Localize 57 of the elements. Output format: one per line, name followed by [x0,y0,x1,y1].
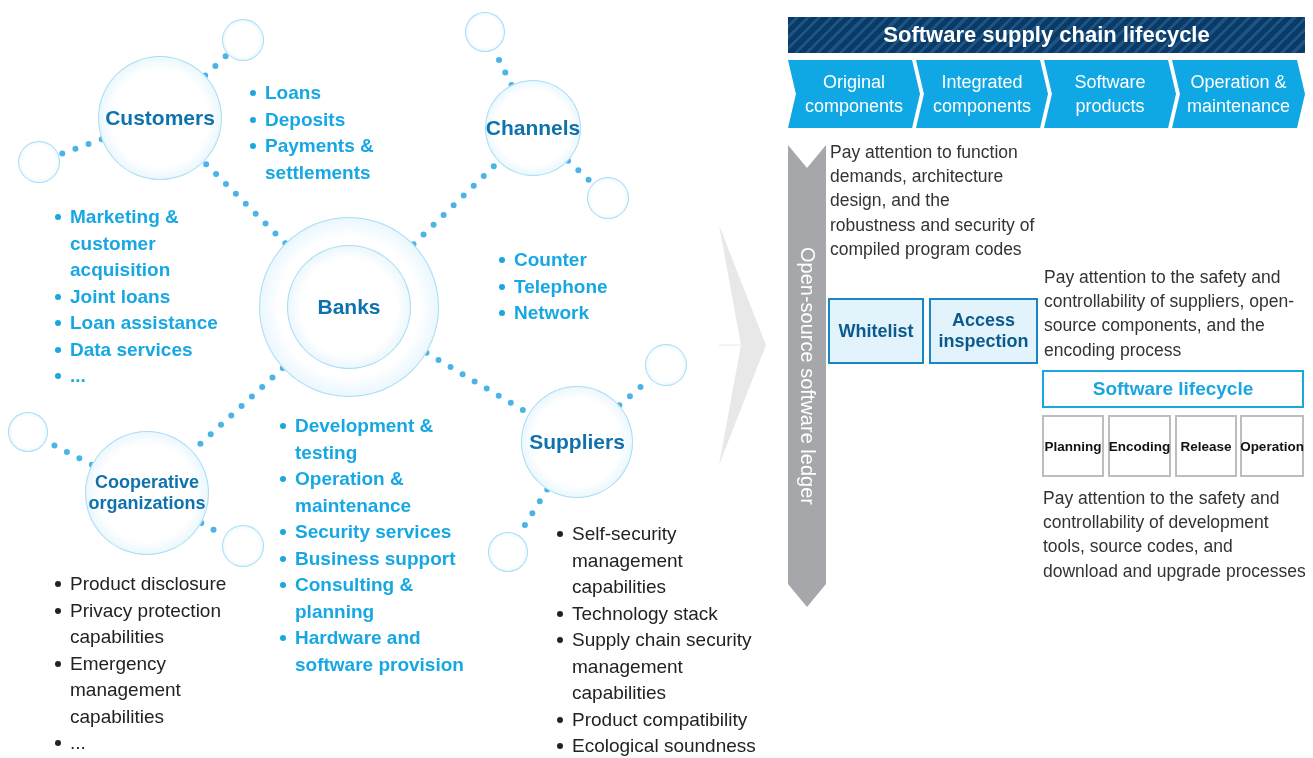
header-banner: Software supply chain lifecycle [788,17,1305,53]
list-item: Development & testing [278,413,493,466]
section-header: Software lifecycle [1042,370,1304,408]
node-label: Banks [317,295,381,319]
list-item: ... [53,363,253,390]
stage-header: Integrated components [916,60,1048,128]
control-box: Whitelist [828,298,924,364]
list-item: Product compatibility [555,706,780,733]
phase-box: Planning [1042,415,1104,477]
phase-box: Encoding [1108,415,1171,477]
small-circle [222,525,264,567]
list-item: Technology stack [555,600,780,627]
description-text: Pay attention to the safety and controllability of suppliers, open-source components, and the encoding process [1044,266,1295,362]
phase-box: Operation [1240,415,1304,477]
list-item: Ecological soundness [555,733,780,758]
node-label: Cooperative organizations [87,472,207,514]
list-item: Data services [53,336,253,363]
small-circle [587,177,629,219]
dotted-connector [200,158,289,247]
vertical-label: Open-source software ledger [795,247,819,505]
node-label: Suppliers [529,430,625,454]
small-circle [645,344,687,386]
list-item: Counter [497,247,647,274]
small-circle [222,19,264,61]
stage-header: Operation & maintenance [1172,60,1305,128]
node-label: Customers [105,106,215,130]
list-item: Payments & settlements [248,133,408,186]
list-item: Loan assistance [53,310,253,337]
description-text: Pay attention to function demands, architecture design, and the robustness and security of compiled program codes [830,141,1035,261]
list-item: Marketing & customer acquisition [53,204,253,284]
small-circle [465,12,505,52]
control-box: Access inspection [929,298,1038,364]
small-circle [488,532,528,572]
stage-header: Software products [1044,60,1176,128]
stage-header: Original components [788,60,920,128]
list-item: Operation & maintenance [278,466,493,519]
list-item: ... [53,730,253,757]
list-item: Self-security management capabilities [555,521,780,601]
list-item: Supply chain security management capabilities [555,627,780,707]
description-text: Pay attention to the safety and controllability of development tools, source codes, and download and upgrade processes [1043,487,1307,583]
list-item: Joint loans [53,283,253,310]
list-item: Telephone [497,273,647,300]
list-item: Business support [278,545,493,572]
list-item: Product disclosure [53,571,253,598]
list-item: Hardware and software provision [278,625,493,678]
list-item: Loans [248,80,408,107]
dotted-connector [202,51,231,79]
list-item: Network [497,300,647,327]
list-item: Emergency management capabilities [53,650,253,730]
list-item: Deposits [248,106,408,133]
list-item: Security services [278,519,493,546]
list-item: Privacy protection capabilities [53,597,253,651]
phase-box: Release [1175,415,1237,477]
node-label: Channels [485,116,581,140]
small-circle [8,412,48,452]
small-circle [18,141,60,183]
list-item: Consulting & planning [278,572,493,625]
